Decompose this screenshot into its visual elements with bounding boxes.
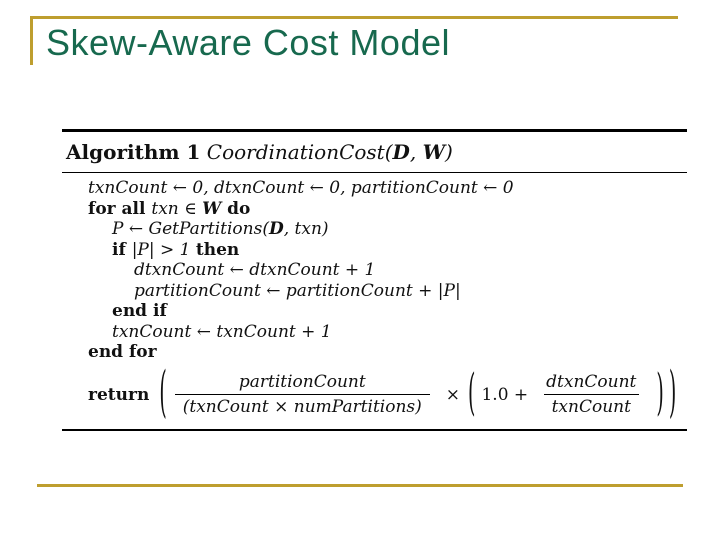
fraction-partition-cost: partitionCount (txnCount × numPartitions… (174, 372, 430, 417)
code-line-3: P ← GetPartitions(D, txn) (62, 219, 687, 240)
code-line-7: end if (62, 301, 687, 322)
inner-constant: 1.0 + (481, 384, 529, 405)
code-token: D (268, 219, 284, 239)
code-line-8: txnCount ← txnCount + 1 (62, 322, 687, 343)
code-token: , txn) (283, 219, 329, 239)
fraction2-denominator: txnCount (543, 394, 639, 417)
pseudocode-lines: txnCount ← 0, dtxnCount ← 0, partitionCo… (62, 173, 687, 363)
algorithm-top-rule (62, 129, 687, 132)
multiply-operator: × (445, 384, 461, 405)
code-token: W (202, 198, 222, 219)
code-line-4: if |P| > 1 then (62, 240, 687, 261)
code-line-5: dtxnCount ← dtxnCount + 1 (62, 260, 687, 281)
algorithm-param-database: D (392, 140, 410, 164)
code-token: txnCount ← 0, dtxnCount ← 0, partitionCo… (88, 178, 514, 198)
code-token: P ← GetPartitions( (112, 219, 269, 239)
code-line-6: partitionCount ← partitionCount + |P| (62, 281, 687, 302)
slide-title: Skew-Aware Cost Model (46, 22, 450, 63)
fraction1-denominator: (txnCount × numPartitions) (174, 394, 430, 417)
code-token: do (221, 198, 251, 219)
fraction1-numerator: partitionCount (238, 372, 366, 392)
code-token: for all (88, 198, 152, 219)
code-token: partitionCount ← partitionCount + |P| (134, 280, 461, 301)
algorithm-name-close: ) (445, 140, 453, 164)
algorithm-header-rule (62, 172, 687, 173)
algorithm-label: Algorithm 1 (66, 140, 201, 164)
gold-top-line-decoration (32, 16, 678, 19)
return-keyword: return (88, 384, 150, 405)
code-token: |P| > 1 (131, 239, 196, 260)
closing-parens: ) ) (656, 366, 676, 421)
code-token: dtxnCount ← dtxnCount + 1 (134, 260, 376, 280)
fraction-dtxn-ratio: dtxnCount txnCount (538, 372, 644, 417)
code-line-1: txnCount ← 0, dtxnCount ← 0, partitionCo… (62, 178, 687, 199)
code-line-2: for all txn ∈ W do (62, 199, 687, 220)
algorithm-name-open: CoordinationCost( (200, 140, 393, 164)
code-token: end if (112, 301, 167, 321)
code-token: if (112, 239, 132, 260)
algorithm-name: CoordinationCost(D, W) (200, 140, 453, 164)
outer-open-paren: ( (159, 361, 167, 425)
algorithm-bottom-rule (62, 428, 687, 431)
code-token: then (195, 239, 240, 260)
algorithm-box: Algorithm 1 CoordinationCost(D, W) txnCo… (62, 129, 687, 431)
code-token: txn ∈ (151, 198, 203, 219)
inner-open-paren: ( (468, 364, 476, 422)
code-line-9: end for (62, 342, 687, 363)
code-token: end for (88, 342, 157, 362)
fraction2-numerator: dtxnCount (546, 372, 637, 392)
outer-close-paren: ) (668, 361, 677, 425)
code-token: txnCount ← txnCount + 1 (112, 321, 332, 342)
inner-close-paren: ) (656, 364, 664, 422)
algorithm-header: Algorithm 1 CoordinationCost(D, W) (62, 132, 687, 172)
gold-bottom-line-decoration (37, 484, 683, 487)
return-statement: return ( partitionCount (txnCount × numP… (62, 361, 687, 425)
algorithm-param-workload: W (422, 140, 446, 164)
gold-title-stub-decoration (30, 16, 33, 65)
algorithm-param-separator: , (409, 140, 423, 164)
